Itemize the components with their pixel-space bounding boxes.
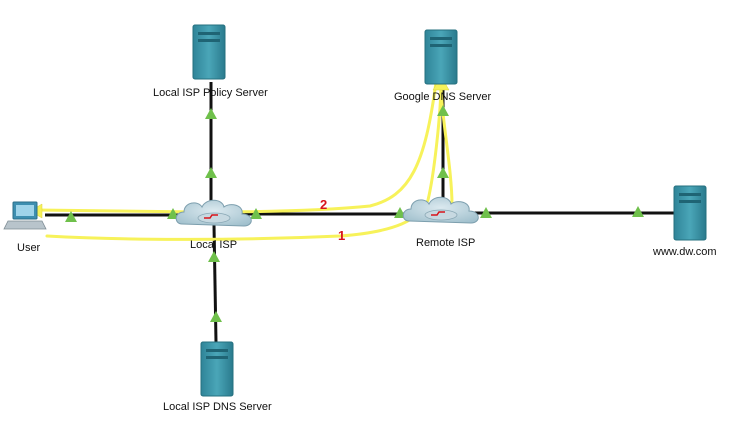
google-dns-label: Google DNS Server xyxy=(394,91,492,103)
link-indicator xyxy=(210,311,222,322)
website-server-icon[interactable] xyxy=(673,185,707,241)
link-indicator xyxy=(205,167,217,178)
policy-server-label: Local ISP Policy Server xyxy=(153,87,268,99)
path-2-number: 2 xyxy=(320,197,328,212)
remote-isp-label: Remote ISP xyxy=(416,237,476,249)
link-indicator xyxy=(208,251,220,262)
website-label: www.dw.com xyxy=(653,246,717,258)
path-2-line xyxy=(35,80,438,214)
google-dns-server-icon[interactable] xyxy=(424,29,458,85)
laptop-icon[interactable] xyxy=(3,201,47,230)
user-label: User xyxy=(17,242,41,254)
link-local-isp-dns-server xyxy=(212,224,218,343)
link-indicator xyxy=(437,167,449,178)
dns-server-label: Local ISP DNS Server xyxy=(163,401,272,413)
local-isp-label: Local ISP xyxy=(190,239,238,251)
local-isp-cloud-icon[interactable] xyxy=(175,199,253,227)
policy-server-icon[interactable] xyxy=(192,24,226,80)
dns-server-icon[interactable] xyxy=(200,341,234,397)
remote-isp-cloud-icon[interactable] xyxy=(402,196,480,224)
path-1-number: 1 xyxy=(338,228,346,243)
link-indicator xyxy=(205,108,217,119)
